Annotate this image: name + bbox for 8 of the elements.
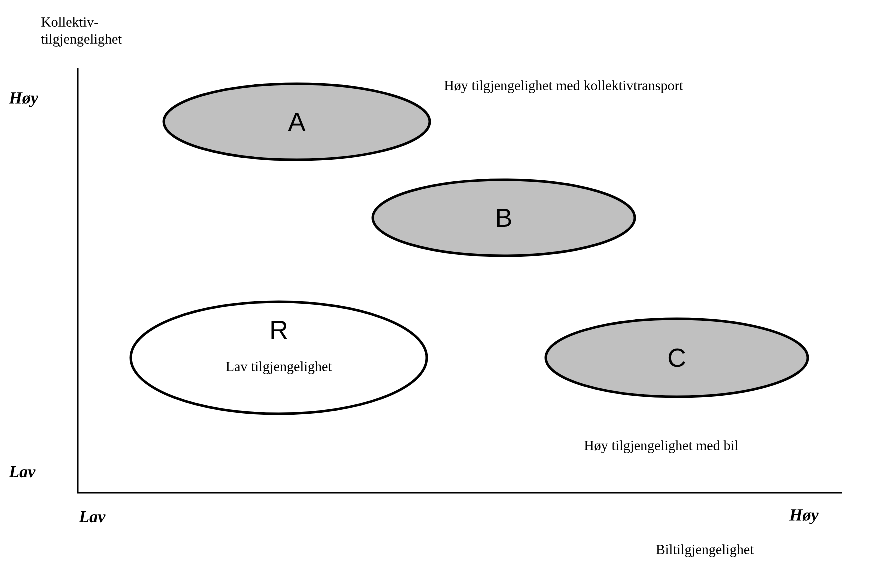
region-label: Høy tilgjengelighet med bil bbox=[584, 440, 738, 454]
axis-level-label: Høy bbox=[789, 510, 819, 524]
axis-title: Kollektiv- tilgjengelighet bbox=[41, 17, 122, 47]
region-label: Høy tilgjengelighet med kollektivtransport bbox=[444, 80, 684, 94]
axis-level-label: Høy bbox=[9, 92, 39, 108]
axis-level-label: Lav bbox=[9, 466, 36, 478]
axis-level-label: Lav bbox=[79, 511, 106, 523]
axis-title: Biltilgjengelighet bbox=[656, 544, 754, 558]
